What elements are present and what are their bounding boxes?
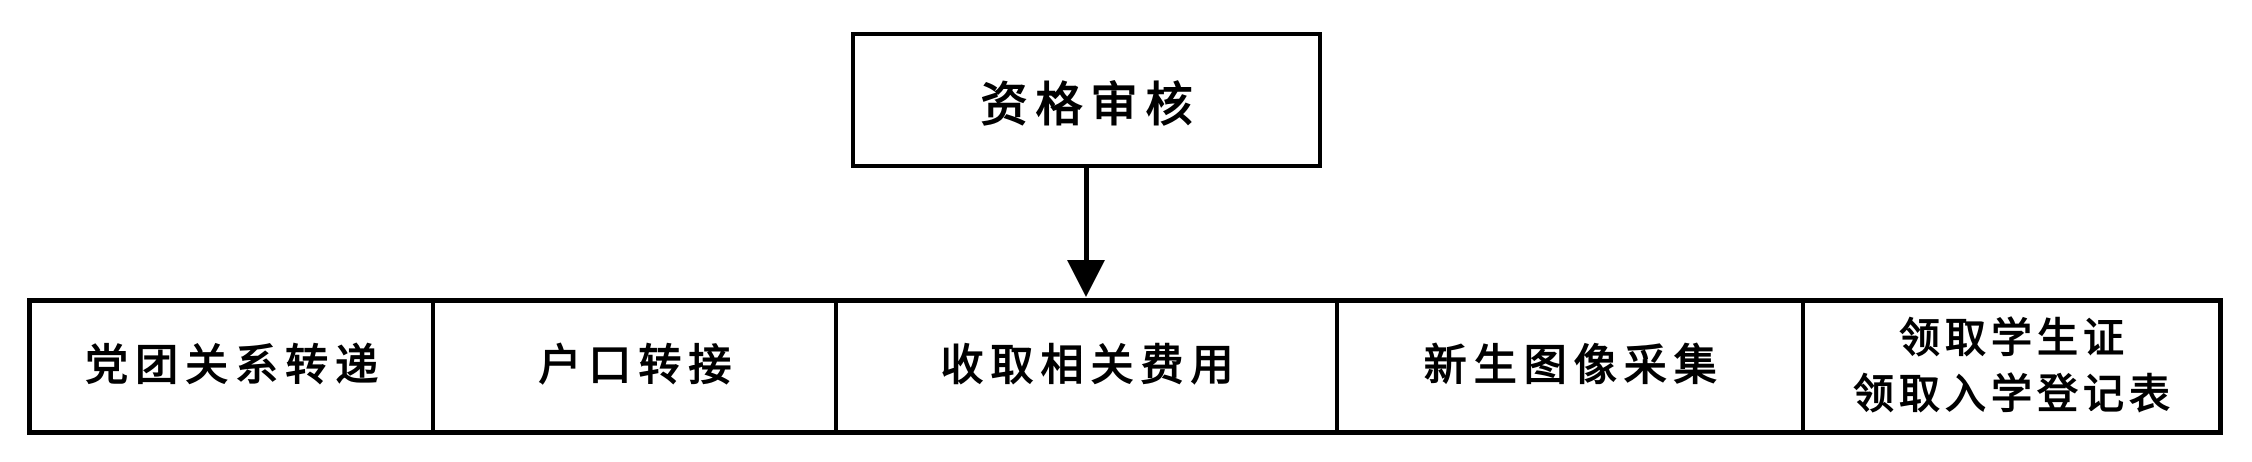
flowchart-cell-new-student-image-capture: 新生图像采集 [1335,303,1800,430]
flowchart-cell-collect-related-fees: 收取相关费用 [834,303,1335,430]
cell-label-line-1: 领取学生证 [1898,315,2129,362]
cell-label: 收取相关费用 [940,341,1241,390]
process-step-row: 党团关系转递 户口转接 收取相关费用 新生图像采集 领取学生证 领取入学登记表 [27,298,2223,435]
flowchart-node-qualification-review: 资格审核 [851,32,1322,168]
cell-label: 党团关系转递 [85,341,386,390]
down-arrow-head-icon [1067,260,1105,297]
flowchart-cell-receive-student-id-and-registration-form: 领取学生证 领取入学登记表 [1800,303,2218,430]
cell-label: 新生图像采集 [1423,341,1724,390]
qualification-review-label: 资格审核 [980,77,1201,131]
flowchart-cell-household-registration-transfer: 户口转接 [431,303,834,430]
cell-label-line-2: 领取入学登记表 [1852,370,2175,417]
cell-label: 户口转接 [538,341,739,390]
flowchart-cell-party-league-relation-transfer: 党团关系转递 [32,303,431,430]
down-arrow-connector [1084,168,1089,264]
